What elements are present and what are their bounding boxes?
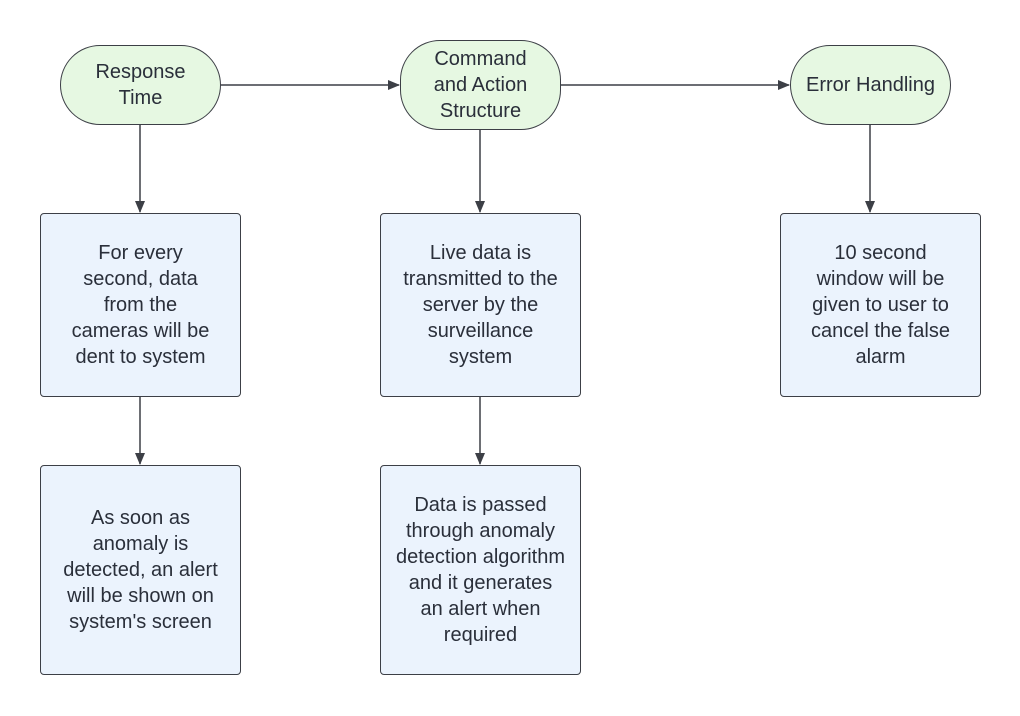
cancel-window-step[interactable]: 10 second window will be given to user t… xyxy=(780,213,981,397)
error-handling-label: Error Handling xyxy=(806,74,935,96)
response-time-node[interactable]: Response Time xyxy=(60,45,221,125)
anomaly-detection-text: Data is passed through anomaly detection… xyxy=(396,494,565,646)
anomaly-detection-step[interactable]: Data is passed through anomaly detection… xyxy=(380,465,581,675)
camera-data-text: For every second, data from the cameras … xyxy=(71,242,210,368)
cancel-window-text: 10 second window will be given to user t… xyxy=(811,242,950,368)
anomaly-alert-text: As soon as anomaly is detected, an alert… xyxy=(63,507,218,633)
live-data-step[interactable]: Live data is transmitted to the server b… xyxy=(380,213,581,397)
response-time-label: Response Time xyxy=(95,61,186,109)
error-handling-node[interactable]: Error Handling xyxy=(790,45,951,125)
command-action-node[interactable]: Command and Action Structure xyxy=(400,40,561,130)
live-data-text: Live data is transmitted to the server b… xyxy=(403,242,558,368)
camera-data-step[interactable]: For every second, data from the cameras … xyxy=(40,213,241,397)
anomaly-alert-step[interactable]: As soon as anomaly is detected, an alert… xyxy=(40,465,241,675)
command-action-label: Command and Action Structure xyxy=(433,48,528,122)
